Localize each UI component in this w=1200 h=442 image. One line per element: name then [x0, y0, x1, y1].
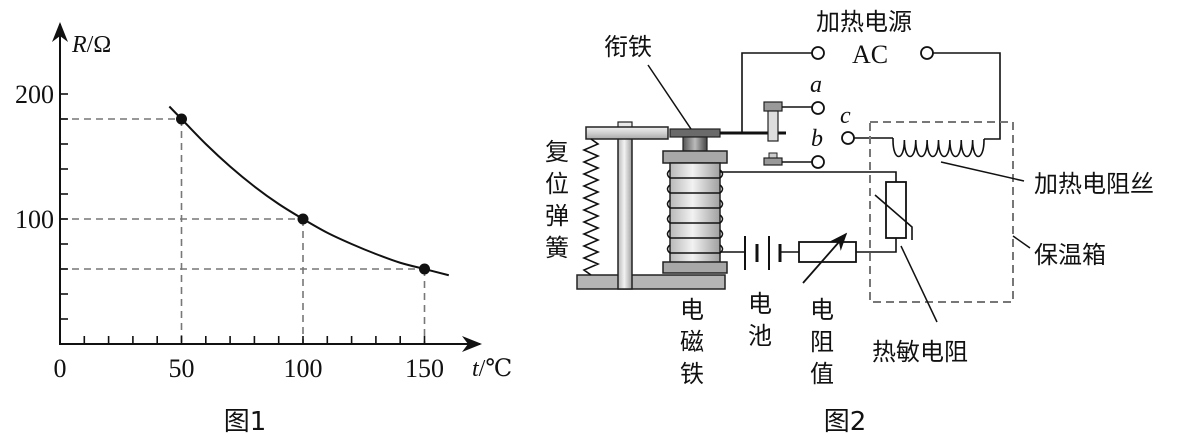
reset-spring-char: 复 — [545, 138, 569, 166]
variable-resistor-arrow — [802, 232, 848, 284]
y-axis-unit: /Ω — [87, 32, 112, 58]
battery-label: 电 池 — [748, 290, 772, 350]
y-tick-label: 100 — [15, 205, 54, 234]
electromagnet-char: 电 — [680, 296, 704, 324]
marked-points — [176, 113, 430, 275]
incubator-label: 保温箱 — [1034, 241, 1106, 269]
relay-circuit-diagram: 衔铁 加热电源 AC a c b 复 位 弹 簧 电 磁 铁 电 池 电 阻 值… — [545, 8, 1154, 437]
data-point — [176, 113, 187, 125]
coil-winding — [666, 214, 724, 224]
ac-right-terminal[interactable] — [920, 46, 934, 60]
reset-spring-char: 簧 — [545, 234, 569, 262]
heating-wire-label: 加热电阻丝 — [1034, 170, 1154, 198]
heating-wire-coil — [892, 138, 985, 158]
armature — [669, 128, 721, 138]
armature-leader — [647, 64, 692, 130]
y-tick-label: 200 — [15, 80, 54, 109]
terminal-c[interactable] — [811, 155, 825, 169]
x-tick-label: 0 — [54, 354, 67, 383]
armature-label: 衔铁 — [604, 33, 652, 61]
incubator-box — [869, 121, 1014, 303]
coil-winding — [666, 229, 724, 239]
variable-resistor — [798, 241, 857, 263]
reset-spring-char: 位 — [545, 170, 569, 198]
x-tick-label: 100 — [284, 354, 323, 383]
resistance-box-char: 电 — [810, 296, 834, 324]
base-plate — [576, 274, 726, 290]
coil-bottom-flange — [662, 261, 728, 274]
battery-char: 池 — [748, 322, 772, 350]
figure1-caption: 图1 — [224, 407, 267, 437]
thermistor-label: 热敏电阻 — [872, 338, 968, 366]
armature-to-ac-wire — [741, 52, 812, 133]
tick-labels: 0 50 100 150 100 200 — [15, 80, 444, 383]
contact-b-label: b — [811, 126, 823, 152]
thermistor — [885, 181, 907, 239]
coil-top-flange — [662, 150, 728, 164]
thermistor-to-resistor-wire — [855, 238, 897, 253]
dashed-guide-lines — [60, 118, 426, 344]
thermistor-slash — [874, 194, 913, 240]
resistance-temperature-chart: 0 50 100 150 100 200 R/Ω t/℃ 图1 — [15, 22, 512, 437]
contact-c-label: c — [840, 103, 851, 129]
heating-wire-leader — [940, 161, 1025, 182]
resistance-box-label: 电 阻 值 — [810, 296, 834, 388]
pivot-post — [617, 134, 633, 290]
y-axis-label: R/Ω — [71, 32, 111, 58]
electromagnet-label: 电 磁 铁 — [680, 296, 704, 388]
thermistor-leader — [900, 245, 938, 323]
battery-char: 电 — [748, 290, 772, 318]
electromagnet-char: 磁 — [680, 328, 704, 356]
lever-bar — [585, 126, 669, 140]
ac-left-terminal[interactable] — [811, 46, 825, 60]
coil-body — [669, 162, 721, 264]
incubator-leader — [1012, 235, 1031, 249]
contact-a-label: a — [810, 72, 822, 98]
x-axis-unit: /℃ — [479, 356, 513, 382]
x-tick-label: 150 — [405, 354, 444, 383]
lower-contact-stud — [768, 152, 778, 159]
reset-spring — [581, 138, 601, 276]
power-source-label: 加热电源 — [816, 8, 912, 36]
ac-label: AC — [852, 40, 888, 69]
axis-ticks — [60, 93, 426, 344]
r-t-curve — [168, 105, 450, 277]
figure2-caption: 图2 — [824, 407, 867, 437]
coil-winding — [666, 199, 724, 209]
x-tick-label: 50 — [169, 354, 195, 383]
terminal-b[interactable] — [841, 131, 855, 145]
resistance-box-char: 阻 — [810, 328, 834, 356]
contact-a-screw-head — [763, 101, 783, 112]
y-axis-var: R — [71, 32, 87, 58]
electromagnet-char: 铁 — [680, 360, 704, 388]
coil-winding — [666, 244, 724, 254]
ac-to-heater-wire — [933, 52, 1001, 140]
terminal-a[interactable] — [811, 101, 825, 115]
data-point — [419, 263, 430, 275]
core-top — [682, 136, 708, 152]
x-axis-var: t — [472, 356, 480, 382]
data-point — [297, 213, 309, 225]
lower-contact-base — [763, 157, 783, 166]
resistance-box-char: 值 — [810, 360, 834, 388]
contact-a-screw-shaft — [767, 110, 779, 142]
x-axis-label: t/℃ — [472, 356, 512, 382]
coil-to-thermistor-wire — [720, 171, 897, 182]
coil-winding — [666, 184, 724, 194]
reset-spring-label: 复 位 弹 簧 — [545, 138, 569, 262]
reset-spring-char: 弹 — [545, 202, 569, 230]
